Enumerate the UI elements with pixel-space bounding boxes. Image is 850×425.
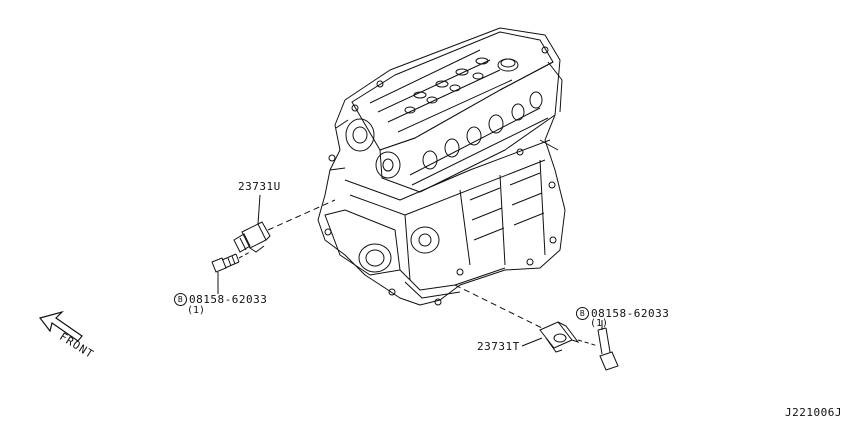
qty-bolt-left: (1) [187,305,206,316]
bolt-symbol-right: B [576,307,589,320]
install-path-upper [267,199,336,231]
leader-23731u [257,194,261,225]
diagram-code: J221006J [785,406,842,419]
part-label-bolt-right: B 08158-62033 [576,307,669,320]
install-path-lower [454,284,543,329]
engine-block-illustration [317,27,566,306]
bolt-symbol-left: B [174,293,187,306]
qty-bolt-right: (1) [590,318,609,329]
front-arrow-icon [38,310,83,342]
sensor-lower-illustration [539,321,580,353]
part-label-bolt-left: B 08158-62033 [174,293,267,306]
bolt-left-part-no: 08158-62033 [189,292,268,306]
install-path-bolt-left [238,251,251,259]
part-label-23731t: 23731T [477,340,520,353]
sensor-upper-illustration [233,221,271,253]
bolt-right-part-no: 08158-62033 [591,306,670,320]
leader-23731t [521,337,543,347]
bolt-right-illustration [597,327,619,371]
install-path-bolt-right [577,339,599,347]
bolt-left-illustration [211,253,240,273]
part-label-23731u: 23731U [238,180,281,193]
